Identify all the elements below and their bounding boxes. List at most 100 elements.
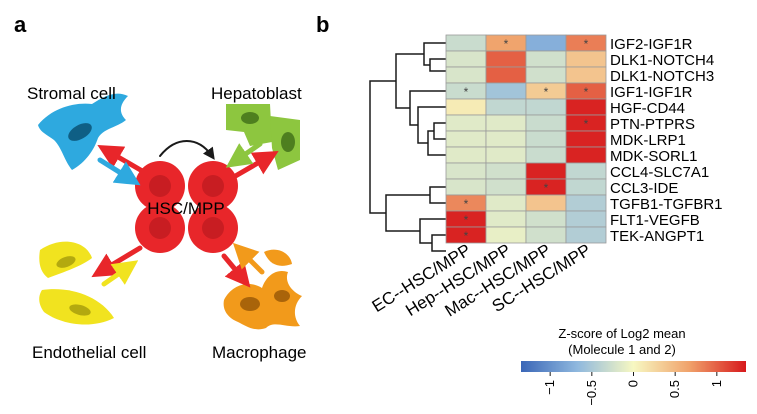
heatmap-cell xyxy=(445,146,487,164)
heatmap-cell xyxy=(445,130,487,148)
significance-marker: * xyxy=(464,85,469,99)
macrophage-icon xyxy=(223,249,302,330)
heatmap-cell xyxy=(525,162,567,180)
heatmap-cell xyxy=(525,210,567,228)
heatmap-cell xyxy=(485,98,527,116)
heatmap-cell xyxy=(485,114,527,132)
significance-marker: * xyxy=(544,181,549,195)
heatmap-cell xyxy=(565,98,607,116)
heatmap-cell xyxy=(445,50,487,68)
heatmap-cell xyxy=(485,82,527,100)
heatmap-cell xyxy=(565,178,607,196)
row-label: TEK-ANGPT1 xyxy=(610,228,704,245)
heatmap-column-labels: EC--HSC/MPPHep--HSC/MPPMac--HSC/MPPSC--H… xyxy=(369,240,594,320)
heatmap-cell xyxy=(525,226,567,244)
legend-title-line1: Z-score of Log2 mean xyxy=(558,326,685,341)
heatmap-cell xyxy=(445,162,487,180)
heatmap-cell xyxy=(485,210,527,228)
legend-colorbar xyxy=(521,361,746,372)
heatmap-row-labels: IGF2-IGF1RDLK1-NOTCH4DLK1-NOTCH3IGF1-IGF… xyxy=(610,36,723,245)
heatmap-cell xyxy=(525,34,567,52)
legend-tick-label: 0.5 xyxy=(667,380,682,398)
heatmap-cell xyxy=(445,114,487,132)
significance-marker: * xyxy=(584,117,589,131)
color-legend: Z-score of Log2 mean (Molecule 1 and 2) … xyxy=(521,326,746,406)
heatmap-cell xyxy=(485,130,527,148)
heatmap-cell xyxy=(525,146,567,164)
arrow-hsc-to-endothelial xyxy=(91,245,143,278)
heatmap-cell xyxy=(565,162,607,180)
significance-marker: * xyxy=(584,37,589,51)
heatmap-cell xyxy=(445,34,487,52)
endothelial-cell-icon xyxy=(39,241,114,325)
self-loop-arrow xyxy=(159,140,215,160)
arrow-hsc-to-macrophage xyxy=(221,253,251,288)
significance-marker: * xyxy=(464,229,469,243)
heatmap-cell xyxy=(485,50,527,68)
panel-a: a Stromal cell Hepatoblast Endothelial c… xyxy=(14,12,307,362)
significance-marker: * xyxy=(464,213,469,227)
legend-tick-label: 0 xyxy=(626,380,641,387)
heatmap-cell xyxy=(565,130,607,148)
heatmap-cell xyxy=(445,178,487,196)
heatmap-cell xyxy=(525,66,567,84)
hepatoblast-label: Hepatoblast xyxy=(211,84,302,103)
heatmap-cell xyxy=(485,66,527,84)
row-label: TGFB1-TGFBR1 xyxy=(610,196,723,213)
heatmap-cell xyxy=(565,146,607,164)
heatmap-cell xyxy=(525,114,567,132)
heatmap-cell xyxy=(565,194,607,212)
row-label: IGF1-IGF1R xyxy=(610,84,693,101)
row-label: DLK1-NOTCH4 xyxy=(610,52,714,69)
row-label: MDK-SORL1 xyxy=(610,148,698,165)
heatmap-cell xyxy=(565,66,607,84)
row-label: IGF2-IGF1R xyxy=(610,36,693,53)
significance-marker: * xyxy=(544,85,549,99)
heatmap-cell xyxy=(525,194,567,212)
macrophage-label: Macrophage xyxy=(212,343,307,362)
hsc-mpp-label: HSC/MPP xyxy=(147,199,224,218)
heatmap-cell xyxy=(565,226,607,244)
arrow-hepatoblast-to-hsc xyxy=(225,141,263,168)
significance-marker: * xyxy=(584,85,589,99)
legend-tick-label: 1 xyxy=(709,380,724,387)
heatmap-cell xyxy=(485,146,527,164)
heatmap-cell xyxy=(525,98,567,116)
legend-ticks: −1 −0.5 0 0.5 1 xyxy=(542,372,724,406)
row-label: PTN-PTPRS xyxy=(610,116,695,133)
heatmap-cell xyxy=(565,50,607,68)
hsc-mpp-cluster-icon xyxy=(135,161,238,253)
legend-tick-label: −0.5 xyxy=(584,380,599,406)
significance-marker: * xyxy=(504,37,509,51)
heatmap-cell xyxy=(445,66,487,84)
row-label: FLT1-VEGFB xyxy=(610,212,700,229)
interaction-arrows xyxy=(91,140,279,288)
stromal-cell-label: Stromal cell xyxy=(27,84,116,103)
row-label: CCL4-SLC7A1 xyxy=(610,164,709,181)
endothelial-cell-label: Endothelial cell xyxy=(32,343,146,362)
stromal-cell-icon xyxy=(38,93,128,170)
arrow-macrophage-to-hsc xyxy=(232,242,265,275)
significance-marker: * xyxy=(464,197,469,211)
heatmap-cell xyxy=(445,98,487,116)
panel-b-letter: b xyxy=(316,12,329,37)
heatmap-cell xyxy=(485,226,527,244)
heatmap-cell xyxy=(525,50,567,68)
arrow-endothelial-to-hsc xyxy=(101,260,139,287)
heatmap-cell xyxy=(485,162,527,180)
legend-title-line2: (Molecule 1 and 2) xyxy=(568,342,676,357)
heatmap-cell xyxy=(525,130,567,148)
row-label: DLK1-NOTCH3 xyxy=(610,68,714,85)
row-label: MDK-LRP1 xyxy=(610,132,686,149)
heatmap-grid: * * * * * * * * * * xyxy=(445,34,607,244)
panel-a-letter: a xyxy=(14,12,27,37)
dendrogram xyxy=(369,42,446,252)
panel-b: b * * * * * * * * * * xyxy=(316,12,746,406)
row-label: HGF-CD44 xyxy=(610,100,685,117)
heatmap-cell xyxy=(485,178,527,196)
heatmap-cell xyxy=(565,210,607,228)
legend-tick-label: −1 xyxy=(542,380,557,395)
heatmap-cell xyxy=(485,194,527,212)
row-label: CCL3-IDE xyxy=(610,180,678,197)
